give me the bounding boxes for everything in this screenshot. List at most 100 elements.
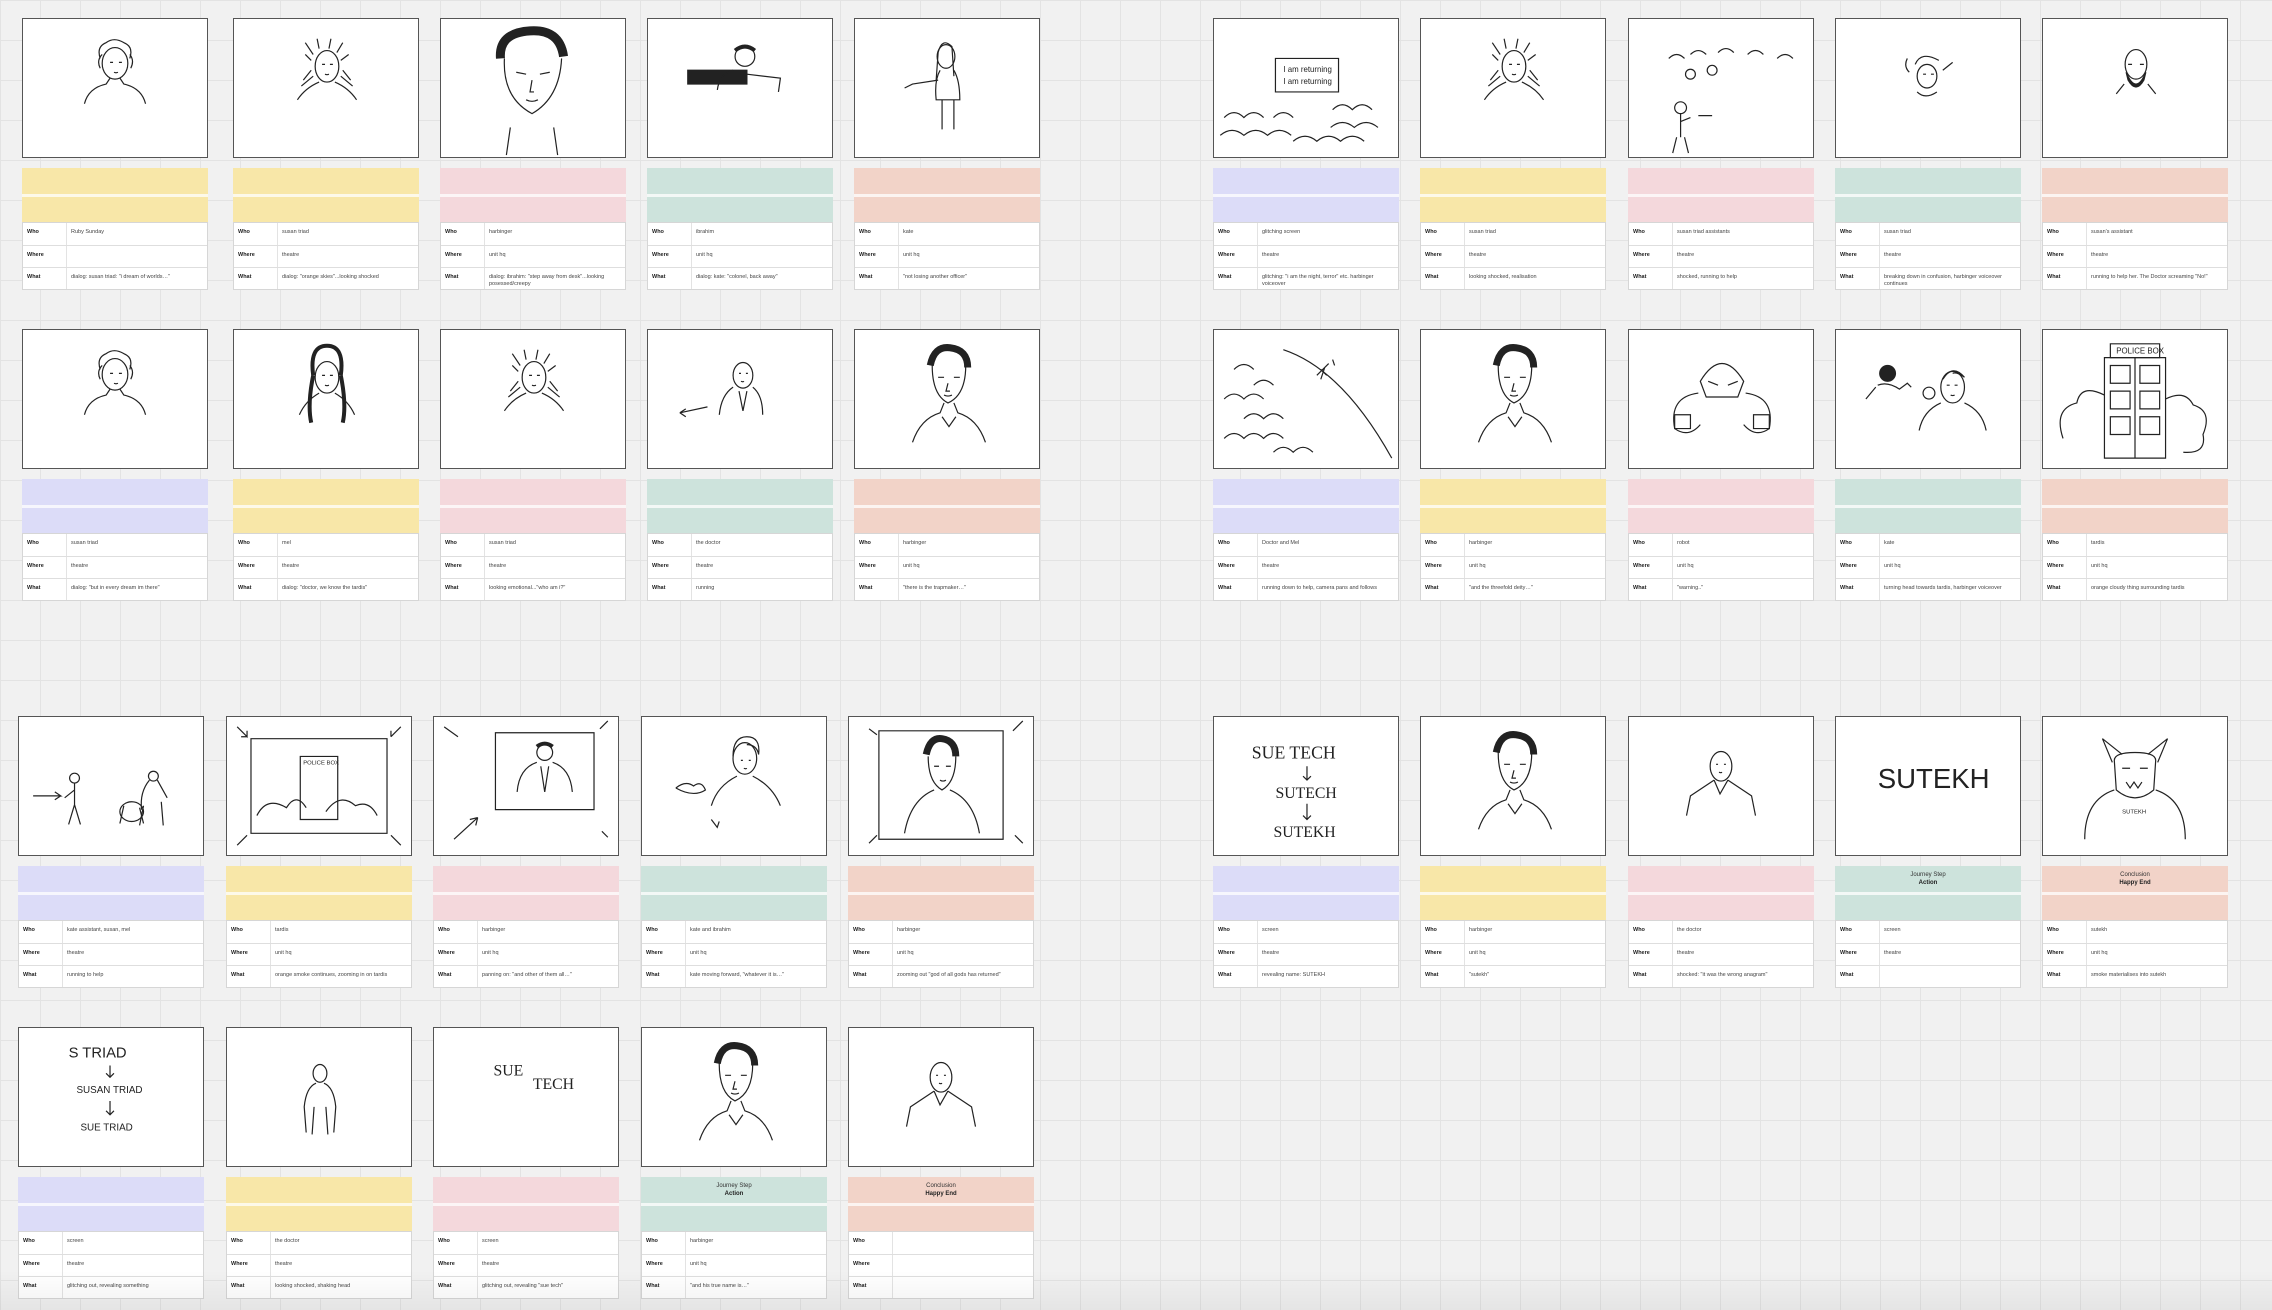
row-value-who[interactable]: ibrahim xyxy=(696,229,715,235)
row-value-where[interactable] xyxy=(893,1255,1033,1276)
row-value-what[interactable]: dialog: "doctor, we know the tardis" xyxy=(282,585,368,591)
row-value-where[interactable]: unit hq xyxy=(482,950,499,956)
row-value-what[interactable] xyxy=(893,1277,1033,1298)
row-value-who[interactable]: glitching screen xyxy=(1262,229,1301,235)
color-band[interactable] xyxy=(18,866,204,920)
row-value-who[interactable]: susan triad assistants xyxy=(1677,229,1730,235)
storyboard-sketch-person-messy-hair[interactable] xyxy=(233,18,419,158)
row-value-what[interactable]: dialog: "but in every dream im there" xyxy=(71,585,160,591)
color-band[interactable] xyxy=(22,479,208,533)
row-value-where[interactable]: unit hq xyxy=(696,252,713,258)
row-value-what[interactable]: running xyxy=(696,585,715,591)
color-band[interactable] xyxy=(1213,479,1399,533)
row-value-what[interactable]: running to help xyxy=(67,972,104,978)
row-value-what[interactable]: dialog: "orange skies"...looking shocked xyxy=(282,274,379,280)
storyboard-sketch-man-screen-zoom[interactable] xyxy=(433,716,619,856)
storyboard-sketch-audience-rush[interactable] xyxy=(1628,18,1814,158)
storyboard-sketch-robot[interactable] xyxy=(1628,329,1814,469)
color-band[interactable] xyxy=(1213,168,1399,222)
row-value-who[interactable]: kate xyxy=(903,229,914,235)
row-value-what[interactable]: "not losing another officer" xyxy=(903,274,968,280)
row-value-who[interactable]: kate assistant, susan, mel xyxy=(67,927,131,933)
storyboard-sketch-man-dark-hair[interactable] xyxy=(440,18,626,158)
row-value-who[interactable]: harbinger xyxy=(903,540,927,546)
row-value-what[interactable]: dialog: susan triad: "i dream of worlds…… xyxy=(71,274,170,280)
storyboard-sketch-woman-pointing[interactable] xyxy=(854,18,1040,158)
row-value-what[interactable]: "and his true name is…" xyxy=(690,1283,749,1289)
row-value-who[interactable]: harbinger xyxy=(897,927,921,933)
row-value-who[interactable]: screen xyxy=(67,1238,84,1244)
row-value-who[interactable]: kate and ibrahim xyxy=(690,927,731,933)
storyboard-sketch-woman-gesture[interactable] xyxy=(641,716,827,856)
row-value-who[interactable]: susan triad xyxy=(1884,229,1911,235)
color-band[interactable] xyxy=(433,866,619,920)
row-value-where[interactable]: unit hq xyxy=(1469,563,1486,569)
row-value-what[interactable]: "and the threefold deity…" xyxy=(1469,585,1533,591)
color-band[interactable] xyxy=(1420,479,1606,533)
color-band[interactable] xyxy=(1420,866,1606,920)
color-band[interactable] xyxy=(1213,866,1399,920)
row-value-what[interactable]: panning on: "and other of them all…" xyxy=(482,972,572,978)
storyboard-sketch-police-box[interactable]: POLICE BOX xyxy=(2042,329,2228,469)
storyboard-sketch-text-sutekh[interactable]: SUTEKH xyxy=(1835,716,2021,856)
row-value-where[interactable]: theatre xyxy=(1677,950,1695,956)
storyboard-sketch-collapse-figure[interactable] xyxy=(1835,18,2021,158)
row-value-what[interactable]: smoke materialises into sutekh xyxy=(2091,972,2167,978)
row-value-where[interactable]: theatre xyxy=(71,563,89,569)
color-band[interactable] xyxy=(2042,168,2228,222)
storyboard-sketch-man-portrait[interactable] xyxy=(641,1027,827,1167)
row-value-who[interactable]: Doctor and Mel xyxy=(1262,540,1300,546)
color-band[interactable] xyxy=(854,479,1040,533)
storyboard-sketch-man-portrait[interactable] xyxy=(854,329,1040,469)
row-value-who[interactable]: robot xyxy=(1677,540,1690,546)
row-value-who[interactable]: sutekh xyxy=(2091,927,2108,933)
storyboard-sketch-person-long-hair[interactable] xyxy=(233,329,419,469)
row-value-who[interactable]: mel xyxy=(282,540,291,546)
storyboard-sketch-man-portrait[interactable] xyxy=(1420,716,1606,856)
row-value-where[interactable]: theatre xyxy=(282,252,300,258)
color-band[interactable] xyxy=(440,479,626,533)
storyboard-sketch-man-screen-zoomout[interactable] xyxy=(848,716,1034,856)
row-value-who[interactable]: tardis xyxy=(275,927,289,933)
color-band[interactable] xyxy=(1628,866,1814,920)
row-value-who[interactable]: screen xyxy=(1884,927,1901,933)
row-value-who[interactable]: screen xyxy=(1262,927,1279,933)
row-value-who[interactable]: screen xyxy=(482,1238,499,1244)
row-value-where[interactable]: unit hq xyxy=(1884,563,1901,569)
row-value-where[interactable]: theatre xyxy=(1262,563,1280,569)
color-band[interactable] xyxy=(1835,168,2021,222)
row-value-what[interactable]: breaking down in confusion, harbinger vo… xyxy=(1884,274,2003,287)
row-value-who[interactable]: tardis xyxy=(2091,540,2105,546)
row-value-who[interactable]: susan's assistant xyxy=(2091,229,2133,235)
storyboard-sketch-kate-turning[interactable] xyxy=(1835,329,2021,469)
row-value-what[interactable]: dialog: kate: "colonel, back away" xyxy=(696,274,778,280)
storyboard-sketch-bearded-man[interactable] xyxy=(2042,18,2228,158)
row-value-what[interactable]: glitching out, revealing something xyxy=(67,1283,149,1289)
storyboard-sketch-pointing-figures[interactable] xyxy=(18,716,204,856)
row-value-what[interactable]: looking shocked, shaking head xyxy=(275,1283,351,1289)
color-band[interactable] xyxy=(647,479,833,533)
row-value-who[interactable]: harbinger xyxy=(489,229,513,235)
row-value-who[interactable]: Ruby Sunday xyxy=(71,229,105,235)
color-band[interactable] xyxy=(440,168,626,222)
row-value-where[interactable]: theatre xyxy=(1884,252,1902,258)
row-value-where[interactable]: unit hq xyxy=(1469,950,1486,956)
storyboard-sketch-person-messy-hair[interactable] xyxy=(1420,18,1606,158)
row-value-where[interactable]: unit hq xyxy=(2091,563,2108,569)
row-value-where[interactable]: theatre xyxy=(67,950,85,956)
row-value-where[interactable]: theatre xyxy=(489,563,507,569)
row-value-where[interactable]: theatre xyxy=(1469,252,1487,258)
color-band[interactable] xyxy=(1628,168,1814,222)
storyboard-sketch-doctor-portrait[interactable] xyxy=(848,1027,1034,1167)
row-value-what[interactable]: turning head towards tardis, harbinger v… xyxy=(1884,585,2002,591)
row-value-what[interactable]: "sutekh" xyxy=(1469,972,1490,978)
row-value-where[interactable]: unit hq xyxy=(903,563,920,569)
row-value-what[interactable]: shocked, running to help xyxy=(1677,274,1737,280)
color-band[interactable] xyxy=(18,1177,204,1231)
color-band[interactable] xyxy=(2042,479,2228,533)
